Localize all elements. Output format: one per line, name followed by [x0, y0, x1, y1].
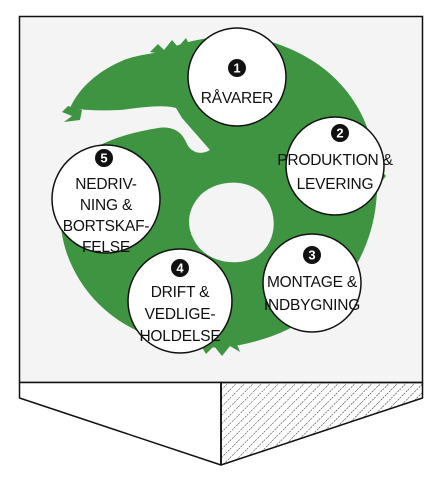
- stage-number-1: 1: [233, 61, 240, 76]
- stage-number-badge-5: 5: [95, 149, 113, 167]
- stage-number-badge-1: 1: [228, 59, 246, 77]
- stage-label-5-line-2: NING &: [80, 197, 133, 214]
- stage-label-3-line-1: MONTAGE &: [267, 274, 358, 291]
- stage-number-2: 2: [336, 126, 343, 141]
- stage-label-1-line-1: RÅVARER: [201, 90, 273, 107]
- stage-number-5: 5: [100, 151, 107, 166]
- stage-label-4-line-2: VEDLIGE-: [145, 306, 216, 323]
- pennant-bottom: [20, 383, 423, 466]
- stage-label-2-line-1: PRODUKTION &: [277, 152, 393, 169]
- stage-label-5-line-3: BORTSKAF-: [63, 218, 150, 235]
- stage-number-badge-3: 3: [303, 246, 321, 264]
- stage-label-5-line-4: FELSE: [82, 239, 130, 256]
- stage-label-3-line-2: INDBYGNING: [264, 297, 360, 314]
- stage-label-2-line-2: LEVERING: [297, 176, 374, 193]
- stage-label-4-line-3: HOLDELSE: [139, 328, 220, 345]
- pennant-right-face-hatched: [221, 383, 423, 466]
- stage-number-3: 3: [308, 248, 315, 263]
- pennant-left-face: [20, 383, 222, 466]
- stage-label-5-line-1: NEDRIV-: [75, 176, 137, 193]
- stage-number-4: 4: [176, 261, 184, 276]
- stage-number-badge-2: 2: [331, 124, 349, 142]
- stage-number-badge-4: 4: [171, 259, 189, 277]
- stage-label-4-line-1: DRIFT &: [151, 284, 210, 301]
